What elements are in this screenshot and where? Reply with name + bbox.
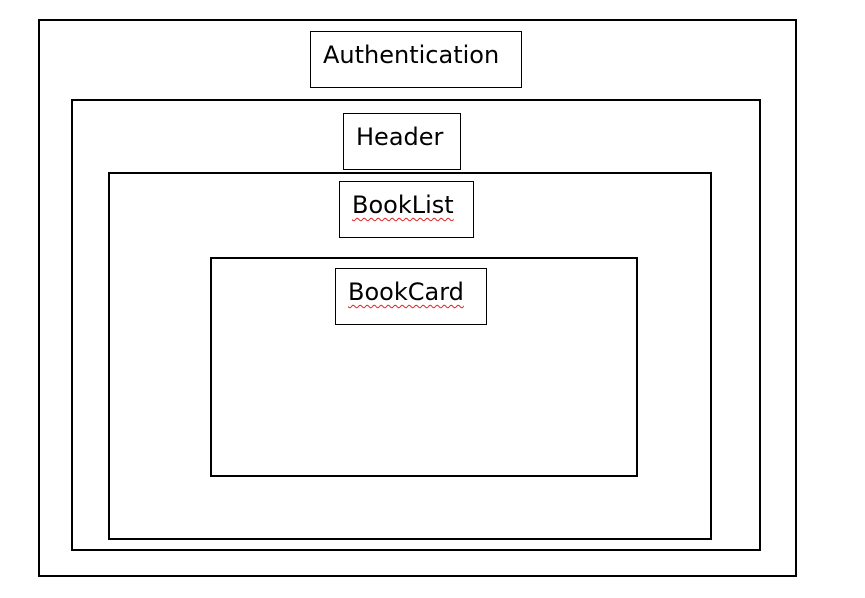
bookcard-label: BookCard [348,278,464,306]
authentication-label-box: Authentication [310,31,522,88]
booklist-label: BookList [352,191,454,219]
authentication-label: Authentication [323,41,500,69]
header-container [71,99,761,551]
authentication-container [38,19,797,577]
bookcard-label-box: BookCard [335,268,487,325]
booklist-container [108,172,712,540]
header-label-box: Header [343,113,461,170]
booklist-label-box: BookList [339,181,474,238]
header-label: Header [356,123,444,151]
bookcard-container [210,257,638,477]
